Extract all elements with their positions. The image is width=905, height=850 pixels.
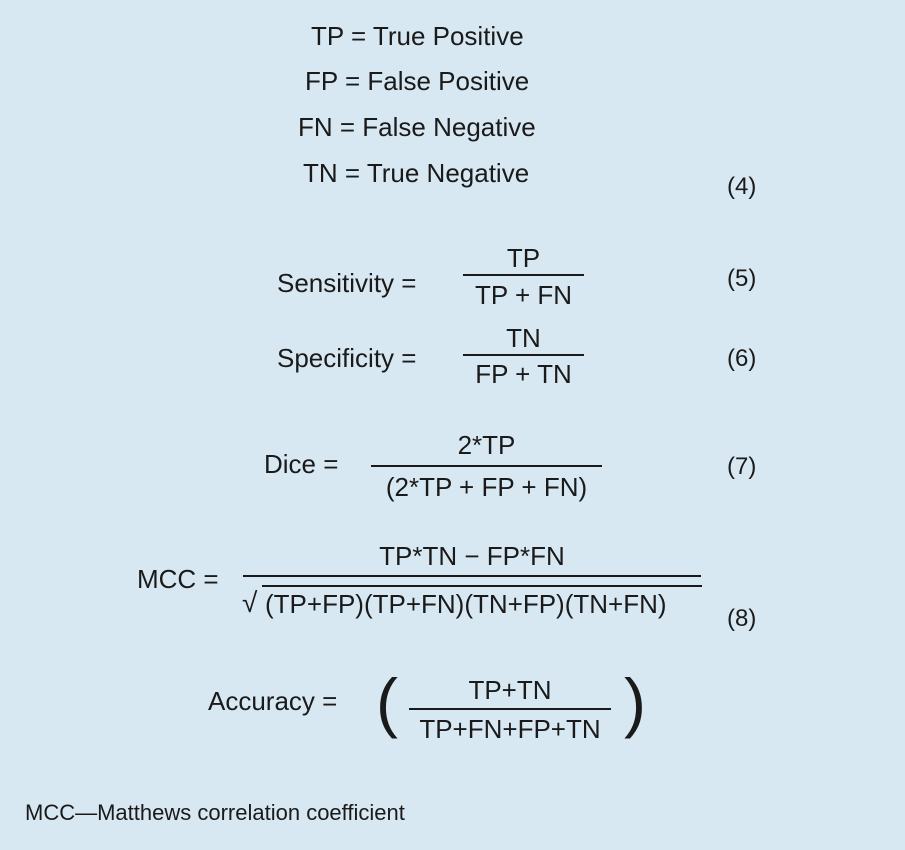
equation-number-8: (8) (727, 605, 757, 632)
accuracy-numerator: TP+TN (468, 675, 552, 705)
accuracy-denominator: TP+FN+FP+TN (419, 714, 601, 744)
footnote: MCC—Matthews correlation coefficient (25, 800, 405, 825)
equation-number-5: (5) (727, 265, 757, 292)
radical-vinculum (262, 585, 702, 587)
sensitivity-label: Sensitivity = (277, 268, 417, 298)
equation-number-7: (7) (727, 453, 757, 480)
accuracy-label: Accuracy = (208, 686, 338, 716)
equation-number-6: (6) (727, 345, 757, 372)
dice-label: Dice = (264, 449, 339, 479)
definition-fp: FP = False Positive (305, 66, 530, 96)
mcc-label: MCC = (137, 564, 219, 594)
sensitivity-numerator: TP (506, 243, 541, 273)
square-root-icon: √ (242, 587, 258, 618)
mcc-denominator: (TP+FP)(TP+FN)(TN+FP)(TN+FN) (265, 589, 667, 619)
mcc-numerator: TP*TN − FP*FN (379, 541, 565, 571)
definition-fn: FN = False Negative (298, 112, 536, 142)
mcc-fraction-bar (243, 575, 701, 577)
specificity-numerator: TN (506, 323, 541, 353)
accuracy-fraction-bar (409, 708, 611, 710)
accuracy-open-paren: ( (376, 665, 398, 739)
definition-tn: TN = True Negative (303, 158, 530, 188)
dice-denominator: (2*TP + FP + FN) (385, 472, 588, 502)
definition-tp: TP = True Positive (311, 21, 524, 51)
dice-fraction-bar (371, 465, 602, 467)
dice-numerator: 2*TP (457, 430, 516, 460)
specificity-fraction-bar (463, 354, 584, 356)
equation-number-4: (4) (727, 173, 757, 200)
specificity-denominator: FP + TN (475, 359, 572, 389)
sensitivity-denominator: TP + FN (474, 280, 573, 310)
accuracy-close-paren: ) (624, 665, 646, 739)
specificity-label: Specificity = (277, 343, 417, 373)
sensitivity-fraction-bar (463, 274, 584, 276)
